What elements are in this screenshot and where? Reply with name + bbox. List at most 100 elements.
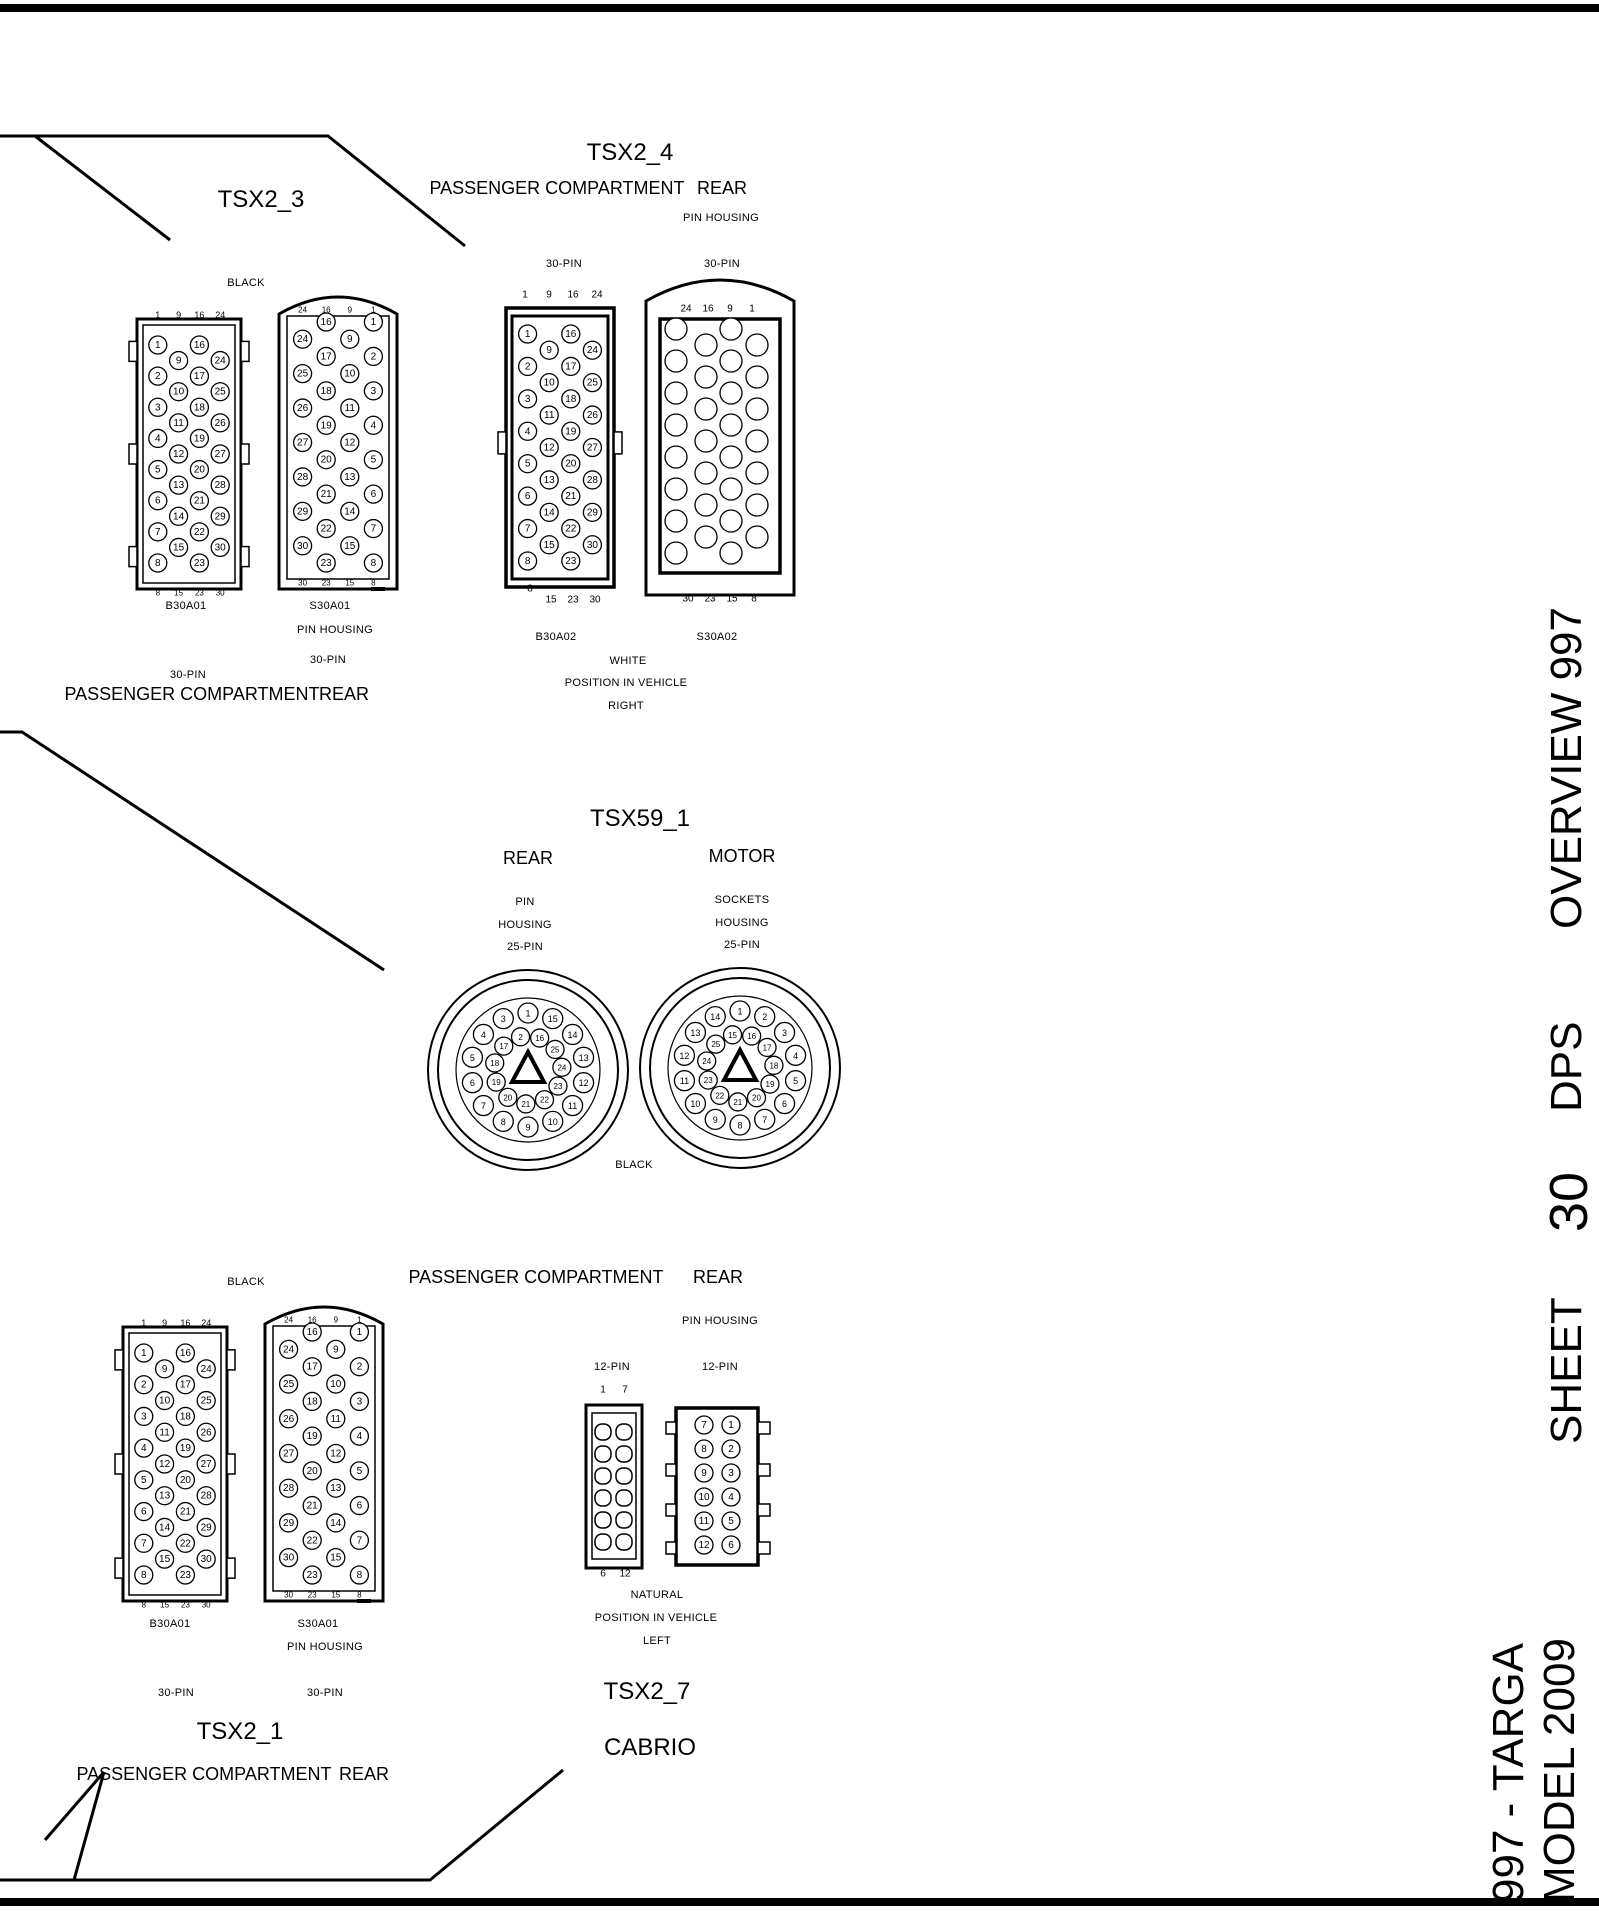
pin-number: 13 [579, 1053, 589, 1063]
pin-number: 10 [344, 369, 356, 380]
tsx59-1-rear-connector: 1151413121110987654316252423222120191817… [427, 969, 629, 1171]
pin-circle [498, 1087, 518, 1108]
cavity-index: 1 [522, 290, 528, 301]
pin-circle [326, 1443, 346, 1464]
cavity-index: 8 [142, 1601, 147, 1610]
pin-number: 25 [283, 1379, 295, 1390]
latch-tab [114, 1349, 124, 1371]
pin-number: 23 [180, 1570, 192, 1581]
pin-circle [148, 397, 168, 417]
pin-circle [210, 444, 230, 464]
pin-number: 9 [713, 1115, 718, 1125]
pin-number: 15 [548, 1014, 558, 1024]
pin-number: 18 [194, 402, 206, 413]
bottom-border [0, 1898, 1599, 1906]
pin-circle [719, 477, 743, 501]
pin-circle [326, 1374, 346, 1394]
tsx2-1-pins-right: 30-PIN [306, 1687, 344, 1699]
pin-number: 18 [321, 386, 333, 397]
cavity-index: 7 [622, 1385, 628, 1396]
pin-number: 1 [371, 317, 377, 328]
pin-circle [757, 1037, 777, 1058]
pin-circle [760, 1074, 780, 1094]
pin-circle [494, 1036, 514, 1056]
pin-number: 29 [283, 1518, 295, 1529]
pin-number: 29 [587, 507, 599, 518]
tsx2-1-location-a: PASSENGER COMPARTMENT [76, 1764, 332, 1784]
pin-number: 29 [215, 511, 227, 522]
pin-circle [582, 372, 603, 393]
pin-circle [710, 1085, 730, 1106]
pin-number: 24 [201, 1364, 213, 1375]
pin-circle [189, 366, 210, 386]
cavity [594, 1467, 612, 1485]
pin-circle [664, 445, 688, 469]
pin-circle [302, 1426, 322, 1446]
cavity-index: 6 [600, 1569, 606, 1580]
pin-circle [340, 329, 360, 349]
pin-number: 7 [481, 1101, 486, 1111]
cavity-index: 15 [331, 1591, 340, 1600]
pin-number: 15 [173, 542, 185, 553]
pin-circle [754, 1005, 776, 1028]
pin-circle [278, 1409, 299, 1429]
cavity [615, 1489, 633, 1507]
pin-number: 24 [283, 1344, 295, 1355]
insert-ring [455, 997, 601, 1143]
tsx2-3-left-part: B30A01 [165, 600, 207, 612]
pin-circle [363, 553, 384, 573]
sheet-section: DPS [1542, 1021, 1591, 1112]
pin-number: 12 [544, 443, 556, 454]
pin-number: 6 [728, 1540, 734, 1551]
pin-number: 29 [201, 1522, 213, 1533]
pin-circle [729, 1114, 751, 1136]
pin-circle [340, 536, 360, 556]
pin-circle [316, 484, 336, 504]
cavity-index: 8 [751, 594, 757, 605]
pin-number: 21 [307, 1501, 319, 1512]
pin-circle [704, 1005, 726, 1028]
pin-circle [302, 1495, 322, 1516]
pin-number: 13 [159, 1491, 171, 1502]
pin-circle [721, 1415, 741, 1435]
pin-number: 1 [728, 1420, 734, 1431]
pin-circle [719, 317, 743, 341]
sheet-title-line2: MODEL 2009 [1535, 1638, 1584, 1903]
pin-circle [278, 1374, 299, 1394]
pin-number: 8 [525, 556, 531, 567]
cavity-index: 30 [202, 1601, 211, 1610]
pin-circle [316, 381, 336, 401]
pin-circle [745, 333, 769, 357]
pin-circle [363, 518, 384, 539]
pin-circle [292, 398, 313, 418]
pin-number: 1 [141, 1348, 147, 1359]
pin-circle [210, 382, 230, 402]
pin-circle [510, 1027, 531, 1047]
tsx2-1-left-part: B30A01 [149, 1618, 191, 1630]
pin-circle [673, 1070, 696, 1092]
pin-number: 14 [330, 1518, 342, 1529]
pin-number: 10 [173, 387, 185, 398]
pin-circle [784, 1070, 807, 1092]
pin-circle [694, 1439, 714, 1459]
pin-circle [784, 1044, 807, 1066]
pin-number: 2 [357, 1362, 363, 1373]
pin-number: 30 [201, 1554, 213, 1565]
pin-circle [517, 356, 538, 377]
pin-circle [278, 1513, 299, 1533]
pin-number: 14 [710, 1012, 720, 1022]
pin-circle [148, 459, 168, 480]
pin-number: 8 [357, 1570, 363, 1581]
tsx2-3-right-part: S30A01 [309, 600, 351, 612]
pin-number: 2 [728, 1444, 734, 1455]
pin-circle [363, 346, 384, 367]
cavity-index: 23 [181, 1601, 190, 1610]
housing-outline [584, 1403, 644, 1570]
pin-circle [561, 454, 581, 474]
pin-circle [210, 413, 230, 433]
pin-number: 21 [733, 1098, 742, 1107]
pin-circle [168, 475, 189, 495]
pin-circle [561, 389, 581, 409]
pin-circle [721, 1511, 741, 1531]
